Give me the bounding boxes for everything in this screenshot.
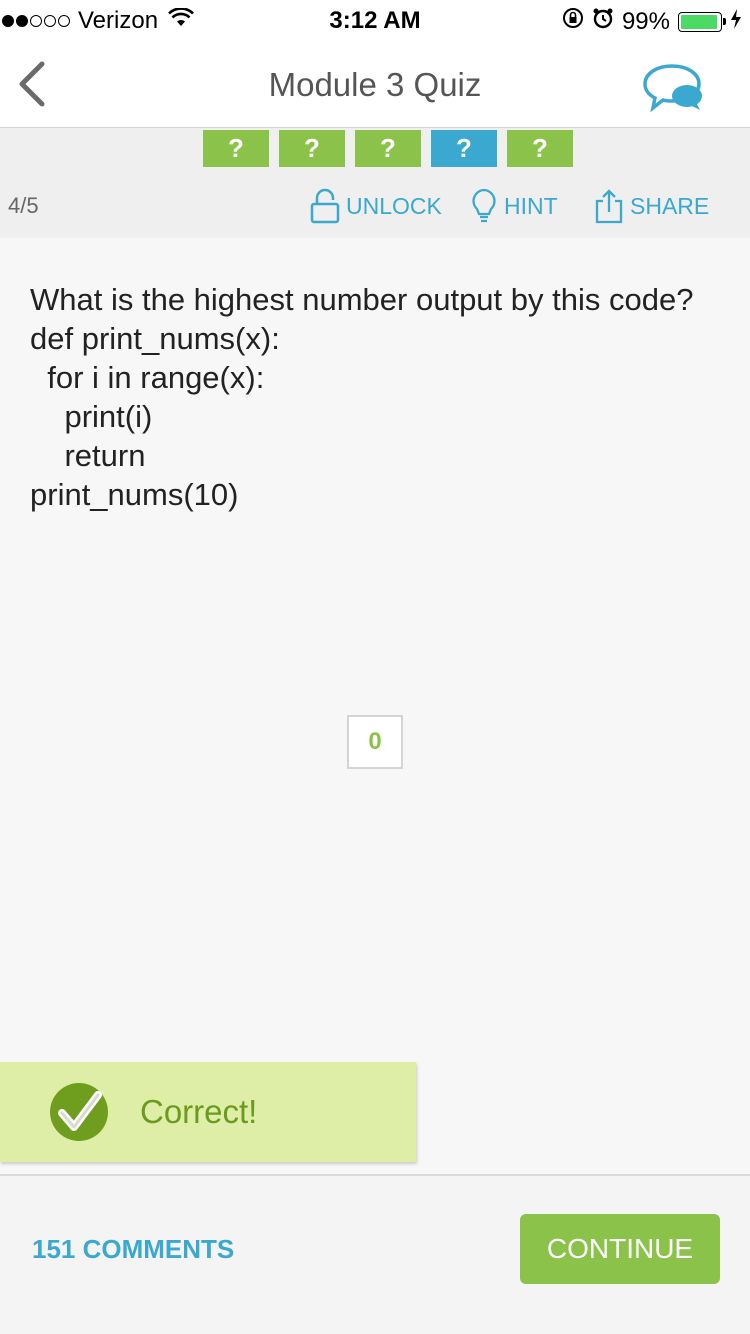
- progress-step-1[interactable]: ?: [203, 130, 269, 167]
- share-button[interactable]: SHARE: [594, 186, 709, 226]
- comments-link[interactable]: 151 COMMENTS: [32, 1234, 235, 1264]
- chat-bubbles-icon: [643, 64, 702, 113]
- discussion-button[interactable]: [640, 60, 710, 116]
- alarm-icon: [592, 7, 614, 36]
- hint-button[interactable]: HINT: [470, 186, 558, 226]
- checkmark-icon: [50, 1083, 108, 1141]
- bottom-bar: 151 COMMENTS CONTINUE: [0, 1174, 750, 1334]
- signal-dot: [58, 15, 70, 27]
- rotation-lock-icon: [562, 7, 584, 36]
- correct-banner: Correct!: [0, 1062, 416, 1162]
- signal-dot: [2, 15, 14, 27]
- signal-dot: [16, 15, 28, 27]
- nav-bar: Module 3 Quiz: [0, 40, 750, 128]
- status-left: Verizon: [0, 7, 194, 35]
- progress-step-5[interactable]: ?: [507, 130, 573, 167]
- answer-input[interactable]: 0: [347, 715, 403, 769]
- progress-step-3[interactable]: ?: [355, 130, 421, 167]
- signal-strength-icon: [2, 15, 72, 27]
- back-button[interactable]: [14, 60, 54, 108]
- status-bar: Verizon 3:12 AM 99%: [0, 0, 750, 40]
- hint-label: HINT: [504, 192, 558, 219]
- question-progress: ? ? ? ? ?: [203, 130, 573, 167]
- signal-dot: [30, 15, 42, 27]
- battery-percent: 99%: [621, 7, 670, 35]
- signal-dot: [44, 15, 56, 27]
- continue-button[interactable]: CONTINUE: [520, 1214, 720, 1284]
- page-title: Module 3 Quiz: [268, 66, 482, 103]
- question-text: What is the highest number output by thi…: [30, 282, 694, 512]
- padlock-icon: [310, 188, 340, 224]
- feedback-text: Correct!: [140, 1093, 258, 1130]
- unlock-button[interactable]: UNLOCK: [310, 186, 442, 226]
- progress-step-2[interactable]: ?: [279, 130, 345, 167]
- lightbulb-icon: [472, 188, 496, 223]
- chevron-left-icon: [19, 61, 45, 107]
- battery-fill: [681, 14, 718, 29]
- share-label: SHARE: [630, 192, 710, 219]
- status-right: 99%: [562, 7, 742, 36]
- progress-step-4[interactable]: ?: [431, 130, 497, 167]
- unlock-label: UNLOCK: [346, 192, 442, 219]
- charging-icon: [730, 8, 742, 36]
- quiz-toolbar: ? ? ? ? ? 4/5 UNLOCK HINT SHARE: [0, 128, 750, 238]
- wifi-icon: [168, 7, 194, 35]
- question-counter: 4/5: [8, 193, 39, 218]
- carrier-name: Verizon: [78, 7, 159, 34]
- share-icon: [595, 189, 623, 224]
- battery-icon: [678, 11, 726, 32]
- status-time: 3:12 AM: [329, 7, 421, 34]
